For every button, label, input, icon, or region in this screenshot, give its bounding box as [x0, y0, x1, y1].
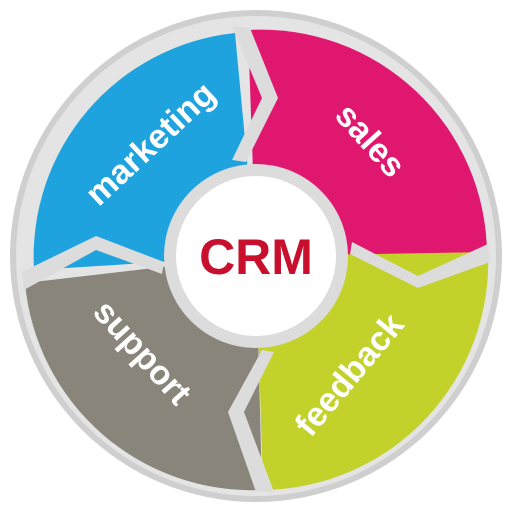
- arrow-feedback-to-support: [228, 350, 274, 492]
- center-circle: [176, 176, 336, 336]
- arrow-support-to-marketing: [22, 236, 164, 290]
- arrow-sales-to-feedback: [350, 242, 490, 288]
- arrow-marketing-to-sales: [232, 26, 278, 162]
- center-title: CRM: [199, 229, 313, 285]
